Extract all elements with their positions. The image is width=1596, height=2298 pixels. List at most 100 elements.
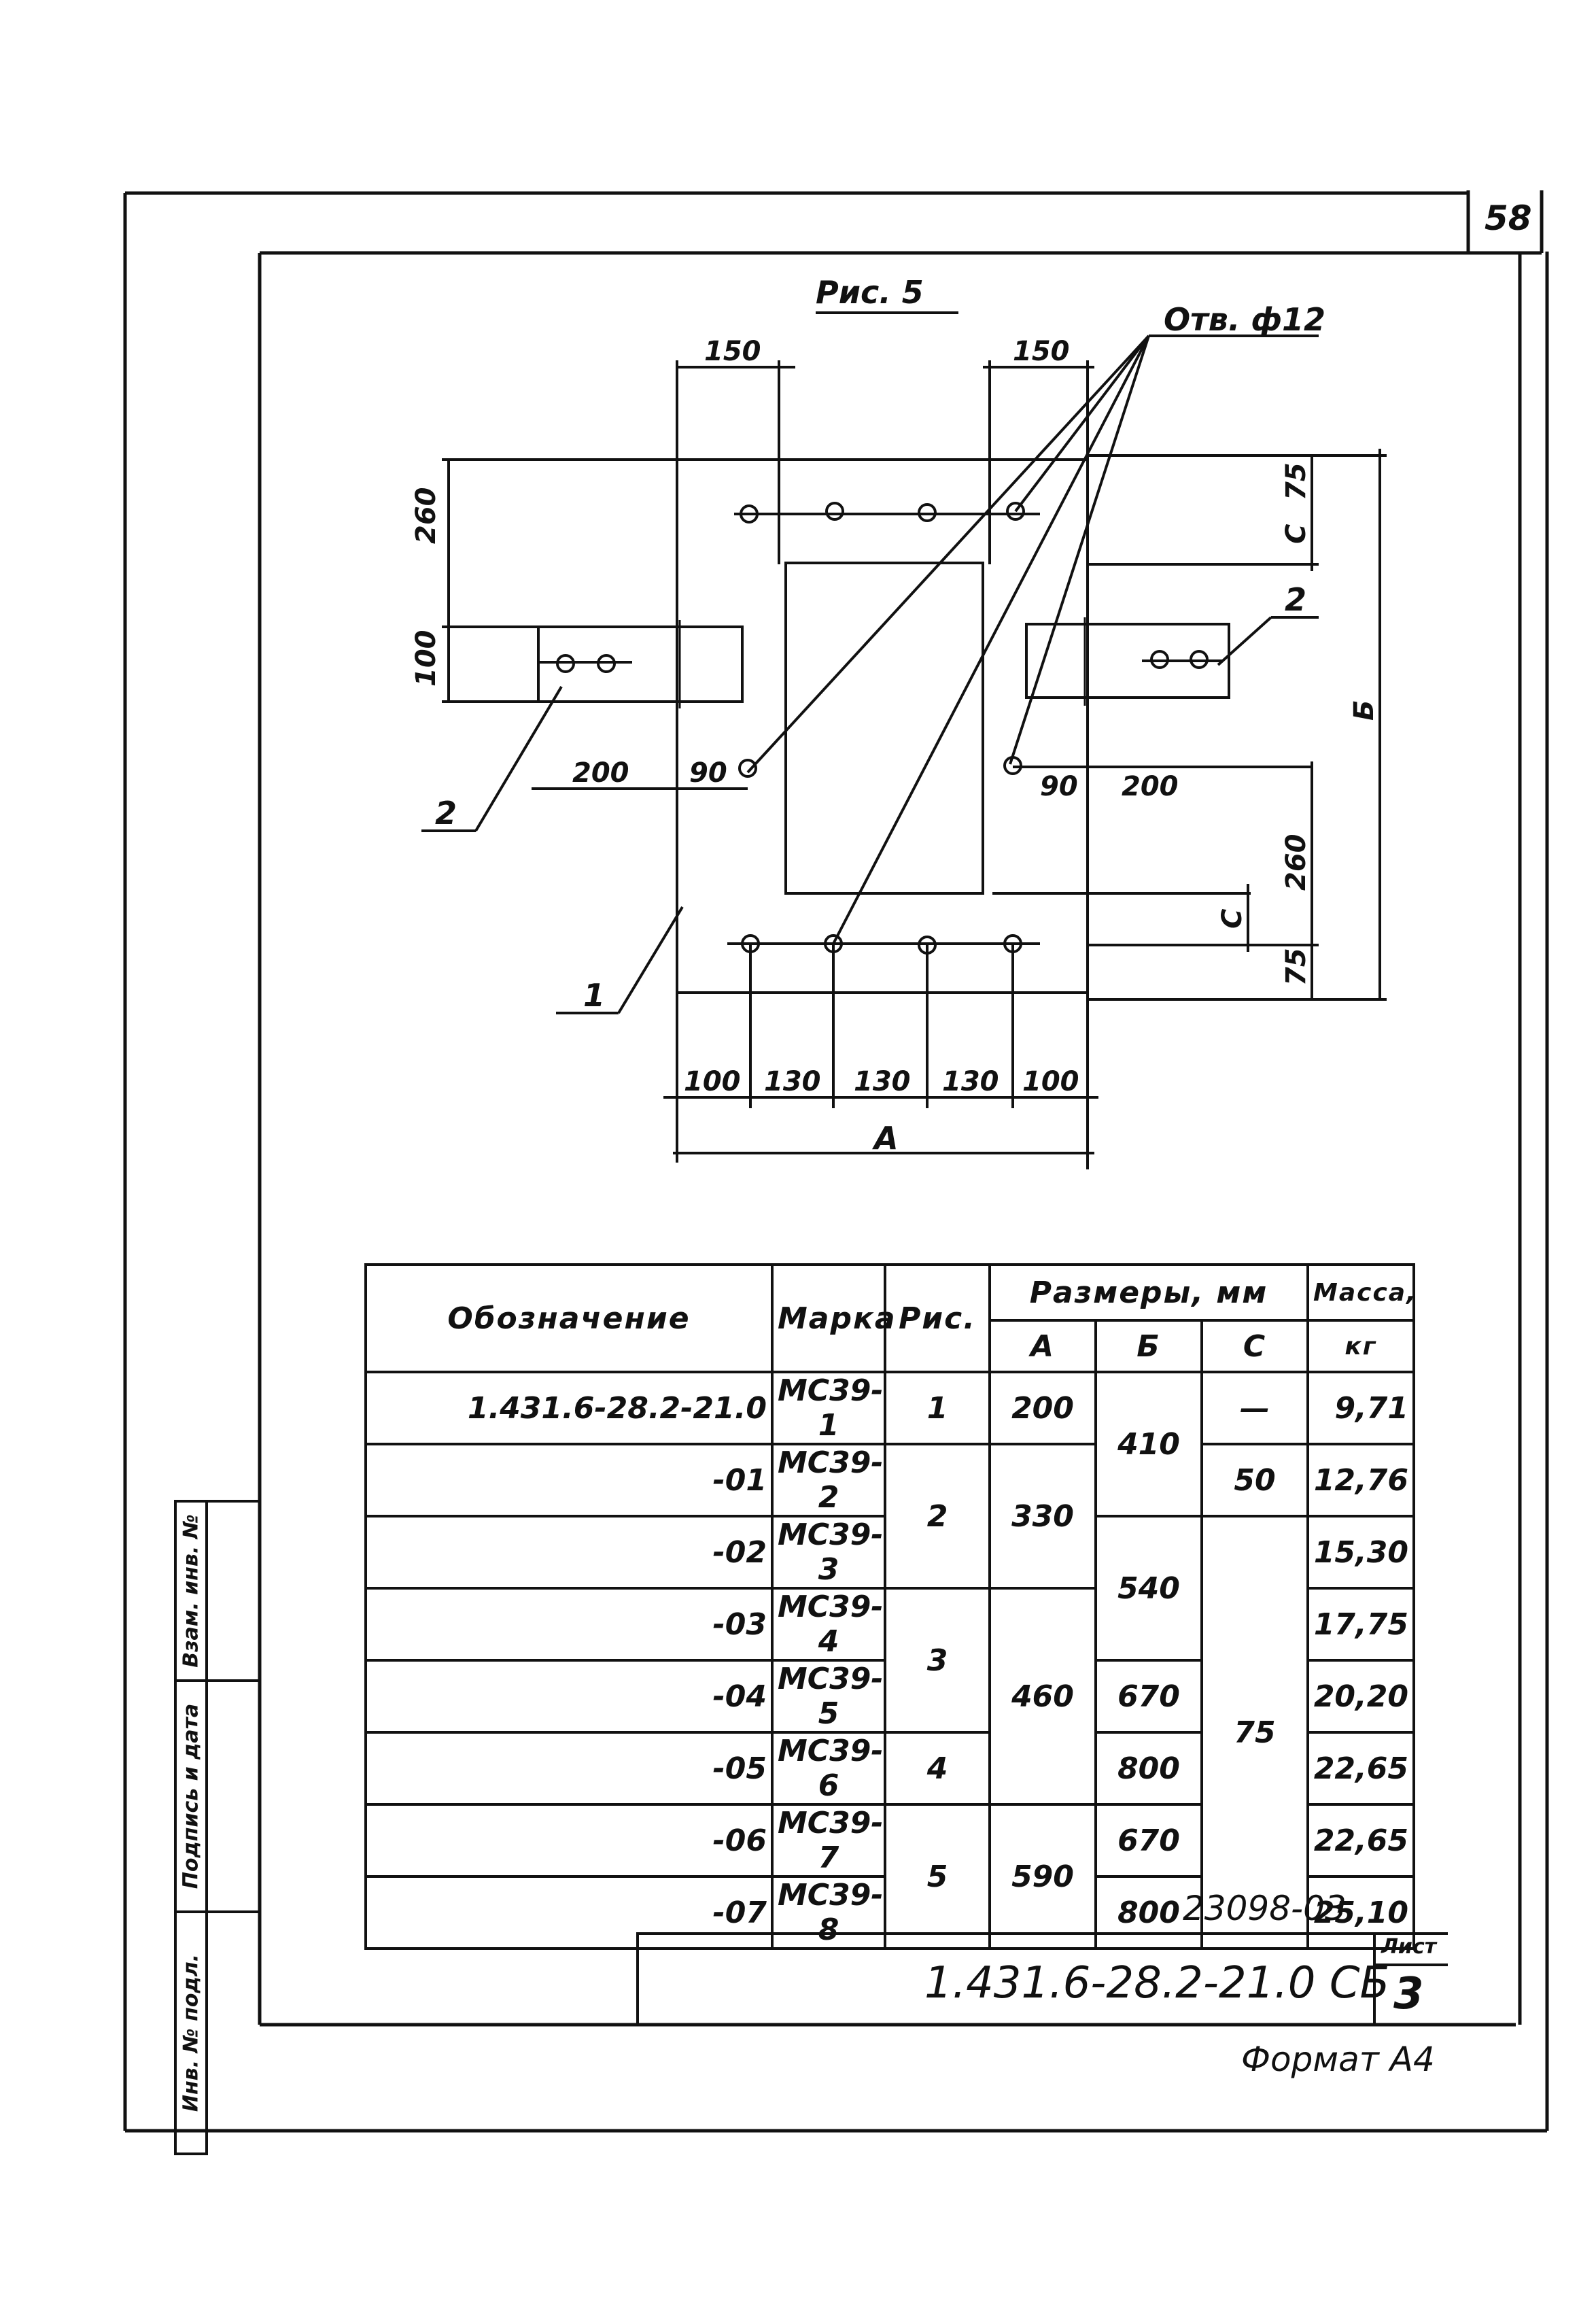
hole [738, 759, 757, 778]
table-row: -05 МС39-6 4 800 22,65 [364, 1731, 1415, 1806]
cell-mark: МС39-1 [771, 1371, 886, 1445]
page-number: 58 [1485, 199, 1532, 238]
header-a: А [988, 1319, 1097, 1373]
callout-1: 1 [583, 977, 605, 1014]
cell-b: 410 [1094, 1371, 1203, 1517]
sheet-box: Лист 3 [1373, 1935, 1448, 2025]
hole [597, 654, 616, 673]
header-mass: Масса, [1306, 1263, 1416, 1322]
dim-left-90: 90 [689, 757, 727, 789]
cell-fig: 3 [884, 1587, 991, 1734]
cell-mass: 22,65 [1306, 1803, 1415, 1878]
table-row: -01 МС39-2 2 330 50 12,76 [364, 1443, 1415, 1590]
callout-2-left: 2 [435, 795, 457, 831]
dim-top-right: 150 [1013, 336, 1070, 367]
dim-left-200: 200 [572, 757, 629, 789]
sheet-divider [1376, 1963, 1448, 1966]
cell-mass: 20,20 [1306, 1659, 1415, 1734]
cell-fig: 2 [884, 1443, 991, 1590]
cell-fig: 4 [884, 1731, 991, 1806]
dim-bottom-100-left: 100 [684, 1066, 741, 1097]
table-header-row: Обозначение Марка Рис. Размеры, мм Масса… [364, 1263, 1416, 1373]
cell-b: 800 [1094, 1875, 1203, 1950]
cell-mass: 15,30 [1306, 1515, 1415, 1590]
cell-mass: 25,10 [1306, 1875, 1415, 1950]
cell-mark: МС39-6 [771, 1731, 886, 1806]
stamp-inv-no-orig: Инв. № подл. [174, 1910, 208, 2155]
dim-top-left: 150 [704, 336, 761, 367]
figure-title: Рис. 5 [816, 274, 924, 311]
dim-right-75-top: 75 [1281, 462, 1312, 500]
cell-designation: -05 [364, 1731, 774, 1806]
cell-designation: -02 [364, 1515, 774, 1590]
cell-b: 670 [1094, 1659, 1203, 1734]
cell-c: 75 [1200, 1515, 1309, 1950]
dim-bottom-130-c: 130 [942, 1066, 999, 1097]
stamp-divider [208, 1910, 260, 1913]
cell-a: 460 [988, 1587, 1097, 1806]
cell-mark: МС39-8 [771, 1875, 886, 1950]
table-row: -04 МС39-5 670 20,20 [364, 1659, 1415, 1734]
dim-right-90: 90 [1040, 771, 1078, 802]
table-row: 1.431.6-28.2-21.0 МС39-1 1 200 410 — 9,7… [364, 1371, 1415, 1517]
cell-c: 50 [1200, 1443, 1309, 1517]
cell-mass: 9,71 [1306, 1371, 1415, 1445]
table-row: -06 МС39-7 5 590 670 22,65 [364, 1803, 1415, 1950]
cell-mark: МС39-2 [771, 1443, 886, 1517]
hole [1003, 934, 1022, 953]
dim-bottom-100-right: 100 [1022, 1066, 1079, 1097]
hole [740, 504, 759, 524]
cell-b: 670 [1094, 1803, 1203, 1878]
hole [1150, 650, 1169, 669]
cell-c: — [1200, 1371, 1309, 1445]
cell-mark: МС39-5 [771, 1659, 886, 1734]
dim-bottom-130-a: 130 [764, 1066, 821, 1097]
dim-right-75-bottom: 75 [1281, 948, 1312, 986]
hole [1006, 502, 1025, 521]
cell-mass: 17,75 [1306, 1587, 1415, 1662]
cell-designation: 1.431.6-28.2-21.0 [364, 1371, 774, 1445]
figure-drawing [421, 311, 1387, 1169]
dim-left-100: 100 [411, 630, 442, 687]
dim-right-b: Б [1349, 700, 1380, 721]
stamp-divider [208, 1500, 260, 2155]
hole [918, 936, 937, 955]
table-header-row: А Б С кг [366, 1319, 1415, 1373]
dim-right-260: 260 [1281, 834, 1312, 891]
cell-b: 800 [1094, 1731, 1203, 1806]
cell-designation: -07 [364, 1875, 774, 1950]
header-fig: Рис. [884, 1263, 991, 1373]
sheet-number: 3 [1393, 1969, 1424, 2019]
stamp-divider [208, 1679, 260, 1682]
dim-right-200: 200 [1122, 771, 1179, 802]
dim-bottom-a: А [872, 1120, 899, 1156]
header-mark: Марка [771, 1263, 895, 1373]
hole [741, 934, 760, 953]
cell-mark: МС39-7 [771, 1803, 886, 1878]
holes [556, 502, 1209, 955]
header-dimensions: Размеры, мм [988, 1263, 1309, 1322]
dim-right-c-bottom: С [1217, 909, 1248, 929]
sheet-frame [123, 190, 1549, 2133]
hole [1003, 756, 1022, 775]
cell-mass: 12,76 [1306, 1443, 1415, 1517]
dim-right-c-top: С [1281, 524, 1312, 544]
cell-fig: 1 [884, 1371, 991, 1445]
hole [918, 503, 937, 522]
table-row: -03 МС39-4 3 460 17,75 [364, 1587, 1415, 1806]
document-code: 1.431.6-28.2-21.0 СБ [924, 1958, 1390, 2008]
hole-label: Отв. ф12 [1164, 301, 1325, 338]
header-mass-unit: кг [1306, 1319, 1415, 1373]
stamp-replace-inv: Взам. инв. № [174, 1500, 208, 1682]
hole [556, 654, 575, 673]
header-b: Б [1094, 1319, 1203, 1373]
dim-left-260: 260 [411, 487, 442, 545]
table-row: -02 МС39-3 540 75 15,30 [364, 1515, 1415, 1950]
table-row: -07 МС39-8 800 25,10 [364, 1875, 1415, 1950]
cell-designation: -01 [364, 1443, 774, 1517]
cell-b: 540 [1094, 1515, 1203, 1662]
cell-mark: МС39-3 [771, 1515, 886, 1590]
title-block: 1.431.6-28.2-21.0 СБ Лист 3 [636, 1932, 1448, 2025]
hole [825, 502, 844, 521]
